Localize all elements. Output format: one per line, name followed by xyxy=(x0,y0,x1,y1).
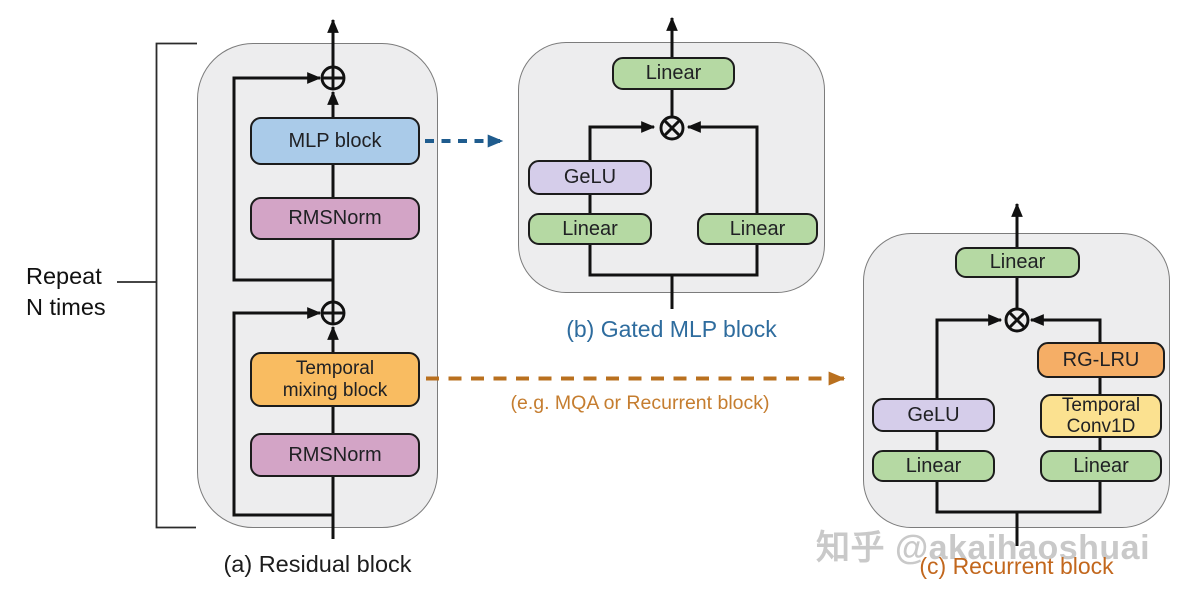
linear-out-node: Linear xyxy=(612,57,735,90)
repeat-line1: Repeat xyxy=(26,263,102,289)
residual-block-caption: (a) Residual block xyxy=(223,551,412,577)
linear-out-node: Linear xyxy=(955,247,1080,278)
repeat-line2: N times xyxy=(26,294,106,321)
linear-left-node: Linear xyxy=(528,213,652,245)
gelu-node: GeLU xyxy=(872,398,995,432)
gelu-node: GeLU xyxy=(528,160,652,195)
rg-lru-node: RG-LRU xyxy=(1037,342,1165,378)
linear-right-node: Linear xyxy=(1040,450,1162,482)
gated-mlp-block-caption: (b) Gated MLP block xyxy=(566,316,777,342)
temporal-conv1d-label: Temporal Conv1D xyxy=(1061,394,1141,437)
temporal-conv1d-node: Temporal Conv1D xyxy=(1040,394,1162,438)
linear-left-node: Linear xyxy=(872,450,995,482)
mlp-block-node: MLP block xyxy=(250,117,420,165)
repeat-bracket xyxy=(117,42,197,529)
repeat-n-times-label: Repeat N times xyxy=(26,261,106,323)
rmsnorm-node: RMSNorm xyxy=(250,433,420,477)
temporal-mixing-label: Temporal mixing block xyxy=(282,358,388,401)
recurrent-block-caption: (c) Recurrent block xyxy=(919,553,1114,579)
watermark: 知乎 @akaihaoshuai xyxy=(816,529,1151,567)
linear-right-node: Linear xyxy=(697,213,818,245)
temporal-arrow-label: (e.g. MQA or Recurrent block) xyxy=(510,392,770,414)
temporal-mixing-block-node: Temporal mixing block xyxy=(250,352,420,407)
rmsnorm-node: RMSNorm xyxy=(250,197,420,240)
